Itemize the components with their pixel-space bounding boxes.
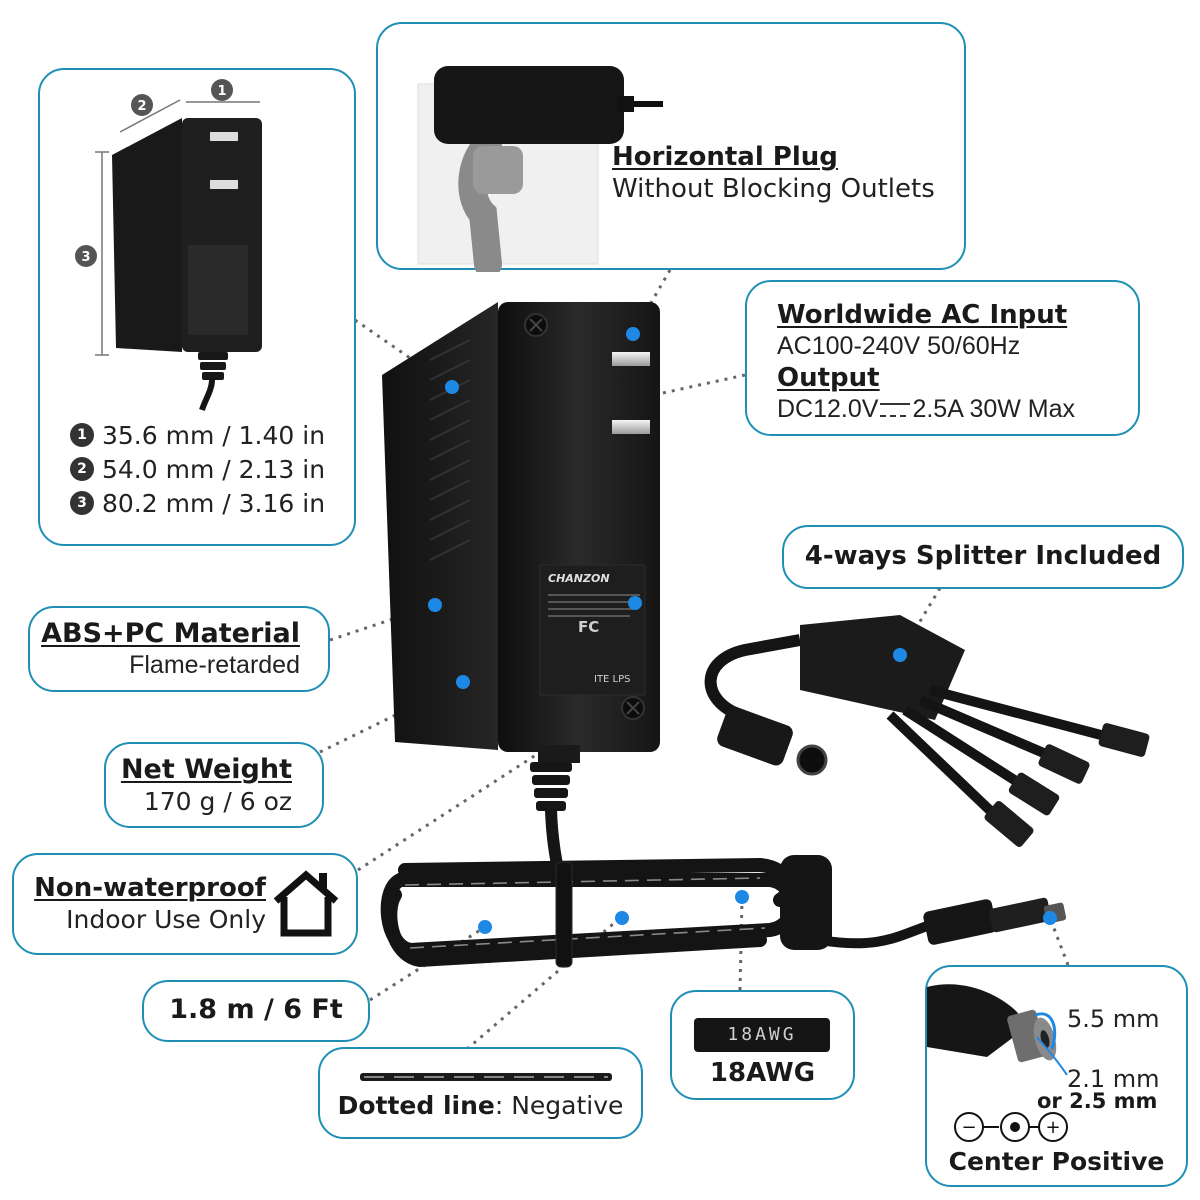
waterproof-title: Non-waterproof [34, 873, 266, 903]
svg-text:−: − [961, 1117, 976, 1138]
plug-pin-bottom [612, 420, 650, 434]
inner-diameter: 2.1 mm [1067, 1065, 1160, 1093]
dim-marker-3: 3 [81, 250, 90, 265]
dimension-number: 3 [70, 491, 94, 515]
length-value: 1.8 m / 6 Ft [169, 994, 343, 1025]
dc-plug-tip-illustration: − + [927, 984, 1068, 1142]
small-adapter-illustration: 2 1 3 [75, 79, 262, 411]
adapter-vents [429, 339, 471, 561]
dotted-cable-sample [360, 1073, 612, 1081]
waterproof-panel: Non-waterproof Indoor Use Only [12, 853, 358, 955]
polarity-label: Center Positive [948, 1147, 1165, 1176]
svg-text:+: + [1045, 1117, 1060, 1138]
alt-value: 2.5 mm [1069, 1089, 1158, 1113]
wall-outlet-illustration [417, 66, 663, 272]
dim-marker-2: 2 [137, 99, 146, 114]
coiled-cable [380, 857, 800, 968]
dotted-line-bold: Dotted line [337, 1091, 495, 1120]
adapter-label [539, 564, 646, 696]
callout-dots [428, 327, 1057, 934]
waterproof-subtitle: Indoor Use Only [66, 905, 266, 934]
dimension-value: 35.6 mm / 1.40 in [102, 420, 326, 450]
awg-label: 18AWG [709, 1058, 816, 1088]
weight-title: Net Weight [120, 754, 292, 785]
splitter-panel: 4-ways Splitter Included [782, 525, 1184, 589]
material-subtitle: Flame-retarded [129, 651, 300, 679]
alt-or: or [1037, 1089, 1062, 1113]
dimension-list: 1 35.6 mm / 1.40 in 2 54.0 mm / 2.13 in … [70, 418, 350, 520]
dc-symbol-icon [880, 403, 911, 418]
dimension-row: 3 80.2 mm / 3.16 in [70, 486, 350, 520]
adapter-side [382, 302, 498, 750]
dotted-line-rest: : Negative [494, 1091, 624, 1120]
length-panel: 1.8 m / 6 Ft [142, 980, 370, 1042]
ite-text: ITE LPS [594, 674, 631, 685]
material-title: ABS+PC Material [41, 618, 300, 649]
ac-input-panel: Worldwide AC Input AC100-240V 50/60Hz Ou… [745, 280, 1140, 436]
dimensions-panel: 2 1 3 1 35.6 mm / 1.40 in 2 54.0 mm / 2.… [38, 68, 356, 546]
output-title: Output [777, 363, 880, 393]
weight-text: Net Weight 170 g / 6 oz [121, 754, 292, 816]
material-panel: ABS+PC Material Flame-retarded [28, 606, 330, 692]
dimension-value: 54.0 mm / 2.13 in [102, 454, 326, 484]
svg-text:FC: FC [578, 618, 599, 636]
connector-panel: − + 5.5 mm 2.1 mm or 2.5 mm Center Posit… [925, 965, 1188, 1187]
horizontal-plug-title: Horizontal Plug [612, 142, 838, 172]
dimension-row: 2 54.0 mm / 2.13 in [70, 452, 350, 486]
material-text: ABS+PC Material Flame-retarded [41, 618, 300, 680]
house-icon [273, 870, 339, 937]
dimension-number: 2 [70, 457, 94, 481]
dimension-row: 1 35.6 mm / 1.40 in [70, 418, 350, 452]
waterproof-text: Non-waterproof Indoor Use Only [34, 873, 266, 934]
outer-diameter: 5.5 mm [1067, 1005, 1160, 1033]
plug-pin-top [612, 352, 650, 366]
awg-cable-print: 18AWG [694, 1018, 830, 1052]
brand-text: CHANZON [548, 572, 610, 585]
weight-panel: Net Weight 170 g / 6 oz [104, 742, 324, 828]
weight-value: 170 g / 6 oz [143, 787, 292, 816]
ac-input-text: Worldwide AC Input AC100-240V 50/60Hz Ou… [777, 300, 1075, 424]
ac-input-spec: AC100-240V 50/60Hz [777, 332, 1021, 360]
dim-marker-1: 1 [217, 84, 226, 99]
horizontal-plug-panel: Horizontal Plug Without Blocking Outlets [376, 22, 966, 272]
output-rest: 2.5A 30W Max [912, 395, 1076, 423]
dimension-value: 80.2 mm / 3.16 in [102, 488, 326, 518]
alt-diameter: or 2.5 mm [1037, 1089, 1157, 1113]
dotted-line-panel: Dotted line: Negative [318, 1047, 643, 1139]
dimension-number: 1 [70, 423, 94, 447]
horizontal-plug-subtitle: Without Blocking Outlets [612, 174, 935, 204]
splitter-cable [704, 615, 1150, 847]
output-voltage: DC12.0V [777, 395, 879, 423]
horizontal-plug-text: Horizontal Plug Without Blocking Outlets [612, 142, 935, 204]
output-spec: DC12.0V 2.5A 30W Max [777, 395, 1075, 424]
dotted-line-text: Dotted line: Negative [320, 1091, 641, 1120]
ac-input-title: Worldwide AC Input [777, 300, 1068, 330]
splitter-title: 4-ways Splitter Included [804, 541, 1162, 571]
awg-panel: 18AWG 18AWG [670, 990, 855, 1100]
